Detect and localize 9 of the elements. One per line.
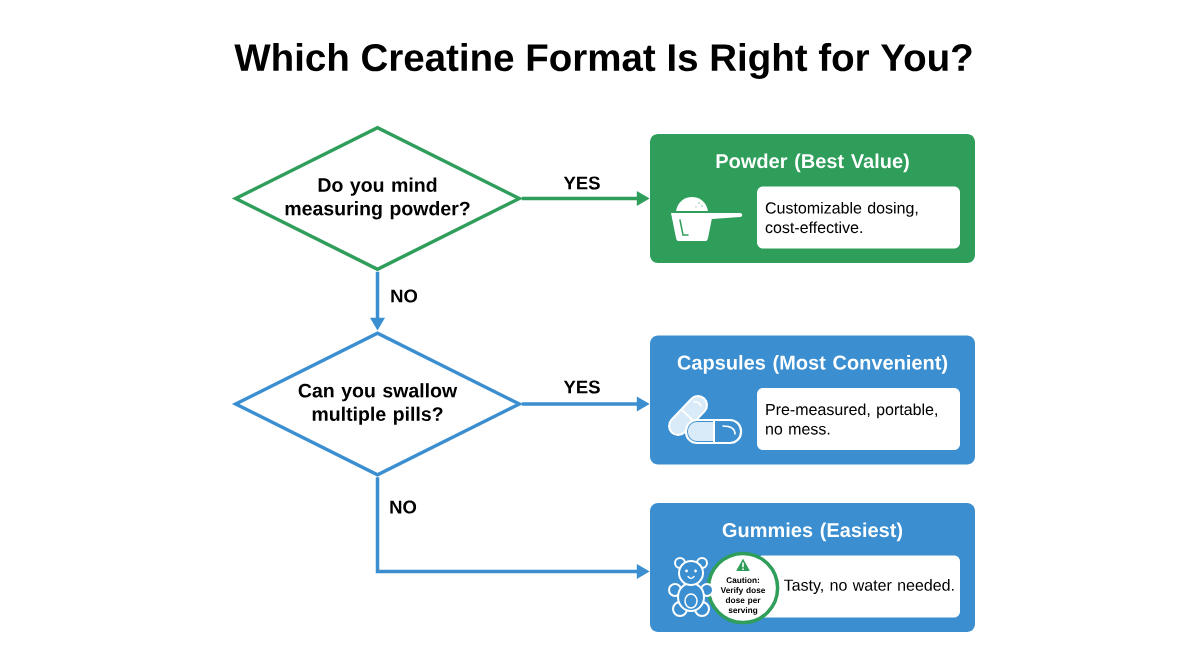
- edge-label: NO: [389, 288, 419, 304]
- edge-label: YES: [562, 379, 602, 395]
- node-label: Tasty, no water needed.: [784, 579, 954, 594]
- caution-badge: Caution: Verify dose dose per serving: [706, 551, 780, 625]
- edge-label: YES: [562, 175, 602, 191]
- description-box: Customizable dosing, cost-effective.: [757, 186, 960, 249]
- edge-label: NO: [388, 499, 418, 515]
- title: Which Creatine Format Is Right for You?: [234, 42, 972, 80]
- description-box: Pre-measured, portable, no mess.: [757, 388, 960, 450]
